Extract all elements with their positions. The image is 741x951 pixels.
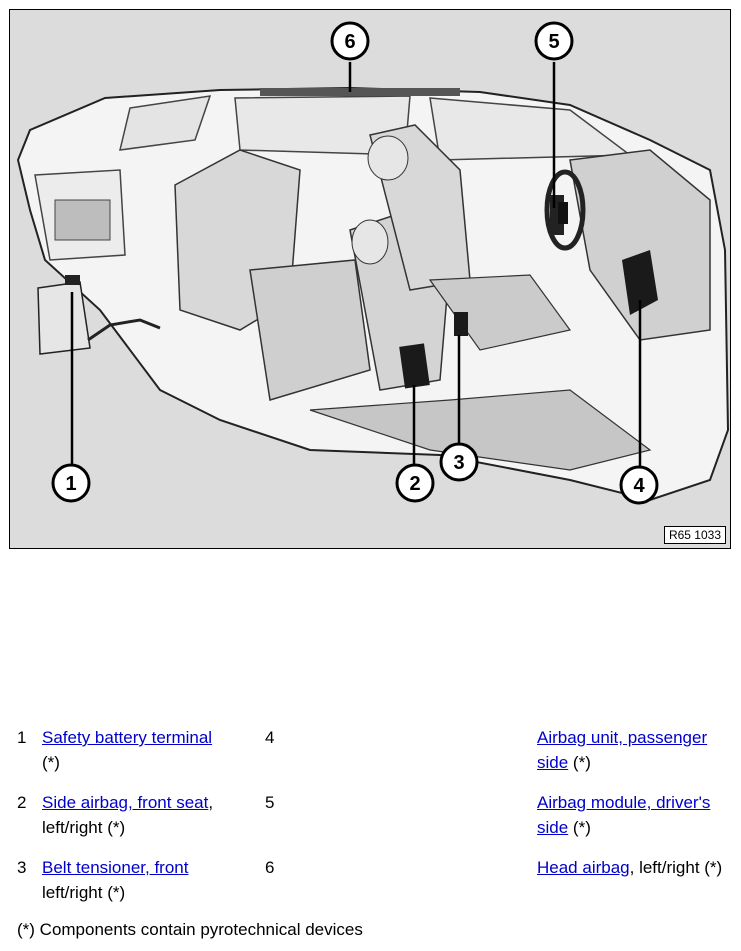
head-airbag-component xyxy=(260,88,460,96)
legend-number: 3 xyxy=(17,858,27,877)
side-airbag-front-seat-link[interactable]: Side airbag, front seat xyxy=(42,793,209,812)
battery xyxy=(37,281,91,355)
safety-battery-terminal-link[interactable]: Safety battery terminal xyxy=(42,728,213,747)
legend-row: 2 Side airbag, front seat, left/right (*… xyxy=(0,787,741,839)
legend-number: 2 xyxy=(17,793,27,812)
callout-2-label: 2 xyxy=(409,473,420,495)
legend-description: Airbag module, driver's side (*) xyxy=(537,793,711,837)
belt-tensioner-component xyxy=(454,312,468,336)
legend-description: Head airbag, left/right (*) xyxy=(537,858,723,877)
airbag-system-figure: 1 2 3 4 5 6 R65 1033 xyxy=(9,9,731,549)
figure-id-label: R65 1033 xyxy=(663,526,726,544)
dashboard xyxy=(569,149,711,341)
airbag-module-driver-link[interactable]: Airbag module, driver's side xyxy=(537,793,711,837)
belt-tensioner-front-link[interactable]: Belt tensioner, front xyxy=(42,858,189,877)
legend-number: 1 xyxy=(17,728,27,747)
callout-4: 4 xyxy=(619,465,659,505)
head-airbag-link[interactable]: Head airbag xyxy=(537,858,630,877)
driver-airbag-component xyxy=(558,202,568,224)
legend-description: Belt tensioner, front left/right (*) xyxy=(42,855,242,905)
callout-5-label: 5 xyxy=(548,31,559,53)
legend-row: 3 Belt tensioner, front left/right (*) 6… xyxy=(0,852,741,904)
callout-4-label: 4 xyxy=(633,475,645,497)
callout-1: 1 xyxy=(51,463,91,503)
car-interior-illustration: 1 2 3 4 5 6 xyxy=(16,21,730,505)
callout-6: 6 xyxy=(330,21,370,61)
callout-1-label: 1 xyxy=(65,473,76,495)
callout-3: 3 xyxy=(439,442,479,482)
airbag-unit-passenger-link[interactable]: Airbag unit, passenger side xyxy=(537,728,708,772)
legend-description: Side airbag, front seat, left/right (*) xyxy=(42,793,214,837)
callout-5: 5 xyxy=(534,21,574,61)
callout-3-label: 3 xyxy=(453,452,464,474)
callout-6-label: 6 xyxy=(344,31,355,53)
callout-2: 2 xyxy=(395,463,435,503)
legend-number: 6 xyxy=(265,858,275,877)
legend-description: Airbag unit, passenger side (*) xyxy=(537,728,708,772)
passenger-airbag-component xyxy=(622,250,658,315)
legend-note: (*) xyxy=(42,753,60,772)
legend-note: left/right (*) xyxy=(42,818,126,837)
legend-description: Safety battery terminal (*) xyxy=(42,725,242,775)
legend-row: 1 Safety battery terminal (*) 4 Airbag u… xyxy=(0,722,741,774)
legend-number: 4 xyxy=(265,728,275,747)
pyrotechnic-footnote: (*) Components contain pyrotechnical dev… xyxy=(17,920,363,939)
legend-number: 5 xyxy=(265,793,275,812)
side-airbag-component xyxy=(399,343,430,389)
legend-note: left/right (*) xyxy=(42,883,126,902)
